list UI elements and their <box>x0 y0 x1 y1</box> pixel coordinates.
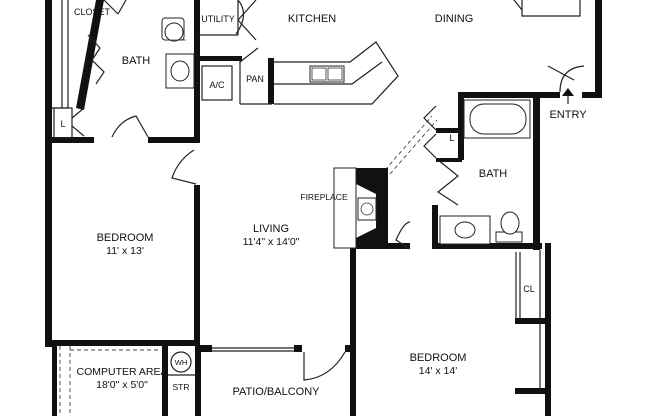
computer-size: 18'0" x 5'0" <box>96 379 148 391</box>
bedroom2-label: BEDROOM <box>410 352 467 364</box>
patio-label: PATIO/BALCONY <box>232 386 320 398</box>
bath2-label: BATH <box>479 168 508 180</box>
living-label: LIVING <box>253 223 289 235</box>
ac-label: A/C <box>209 80 225 90</box>
entry-label: ENTRY <box>549 109 587 121</box>
pan-label: PAN <box>246 74 264 84</box>
wh-label: WH <box>175 358 188 367</box>
fireplace-label: FIREPLACE <box>300 192 348 202</box>
closet-label: CLOSET <box>74 7 111 17</box>
room-labels: CLOSET BATH UTILITY KITCHEN DINING A/C P… <box>60 7 587 398</box>
bedroom2-size: 14' x 14' <box>419 365 457 377</box>
computer-label: COMPUTER AREA <box>76 366 167 378</box>
bath1-label: BATH <box>122 55 151 67</box>
walls <box>45 0 602 416</box>
kitchen-label: KITCHEN <box>288 13 336 25</box>
bedroom1-label: BEDROOM <box>97 232 154 244</box>
utility-label: UTILITY <box>201 14 235 24</box>
detail-lines <box>52 0 585 416</box>
cl-label: CL <box>523 284 535 294</box>
linen1-label: L <box>60 119 65 129</box>
bedroom1-size: 11' x 13' <box>106 245 144 257</box>
str-label: STR <box>173 382 190 392</box>
living-size: 11'4" x 14'0" <box>243 236 300 248</box>
dining-label: DINING <box>435 13 474 25</box>
linen2-label: L <box>449 133 454 143</box>
